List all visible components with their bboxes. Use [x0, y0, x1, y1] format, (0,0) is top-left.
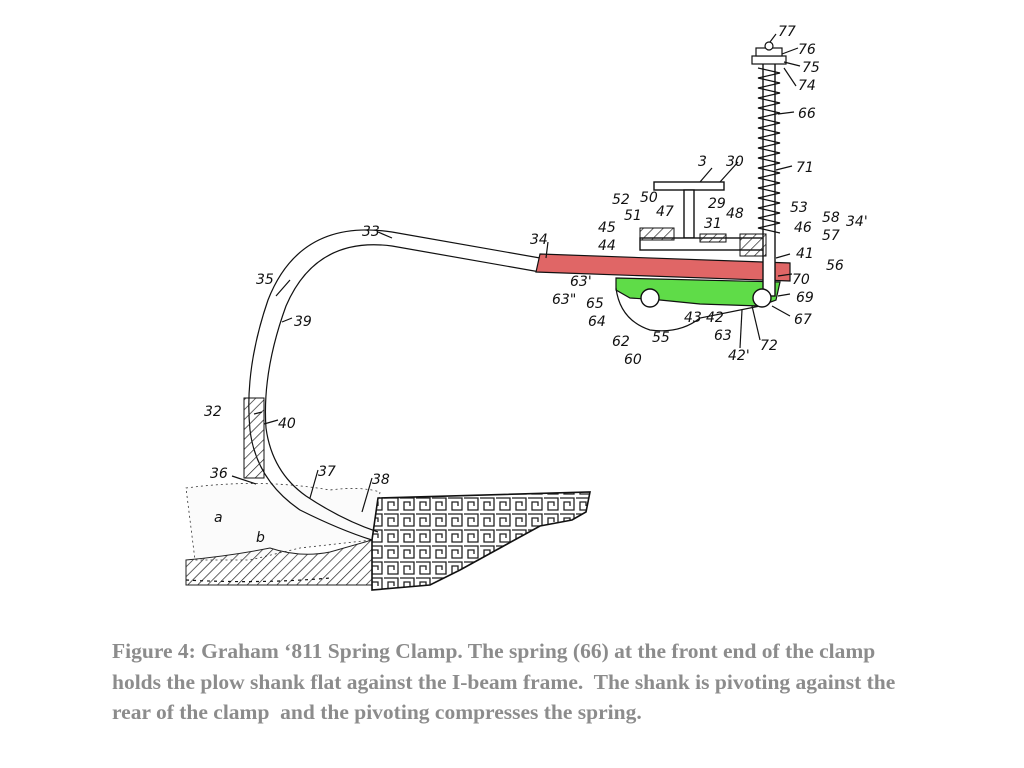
label-31: 31: [704, 216, 722, 232]
label-3: 3: [698, 154, 707, 170]
clamp-hardware: [639, 227, 767, 257]
label-63pp: 63": [552, 292, 576, 308]
label-72: 72: [760, 338, 778, 354]
label-75: 75: [802, 60, 820, 76]
label-48: 48: [726, 206, 744, 222]
figure-caption: Figure 4: Graham ‘811 Spring Clamp. The …: [112, 639, 901, 724]
label-67: 67: [794, 312, 812, 328]
label-b: b: [256, 530, 265, 546]
label-76: 76: [798, 42, 816, 58]
label-41: 41: [796, 246, 814, 262]
furrow-slice: [371, 491, 591, 591]
label-65: 65: [586, 296, 604, 312]
label-30: 30: [726, 154, 744, 170]
label-50: 50: [640, 190, 658, 206]
label-71: 71: [796, 160, 814, 176]
label-38: 38: [372, 472, 390, 488]
label-52: 52: [612, 192, 630, 208]
label-63p: 63': [570, 274, 592, 290]
label-42: 42: [706, 310, 724, 326]
label-51: 51: [624, 208, 642, 224]
label-55: 55: [652, 330, 670, 346]
pivot-bolt: [640, 288, 660, 308]
label-63: 63: [714, 328, 732, 344]
label-34p: 34': [846, 214, 868, 230]
label-34: 34: [530, 232, 548, 248]
label-64: 64: [588, 314, 606, 330]
label-40: 40: [278, 416, 296, 432]
label-70: 70: [792, 272, 810, 288]
label-77: 77: [778, 24, 796, 40]
label-33: 33: [362, 224, 380, 240]
label-57: 57: [822, 228, 840, 244]
label-53: 53: [790, 200, 808, 216]
label-58: 58: [822, 210, 840, 226]
label-44: 44: [598, 238, 616, 254]
spring-shank: [243, 229, 541, 541]
soil: [185, 483, 381, 586]
label-56: 56: [826, 258, 844, 274]
label-47: 47: [656, 204, 674, 220]
patent-diagram: 77 76 75 74 66 71 3 30 52 50 51 47 29 31…: [185, 24, 868, 591]
label-46: 46: [794, 220, 812, 236]
label-45: 45: [598, 220, 616, 236]
label-62: 62: [612, 334, 630, 350]
label-32: 32: [204, 404, 222, 420]
i-beam-frame: [639, 181, 765, 251]
label-60: 60: [624, 352, 642, 368]
label-a: a: [214, 510, 223, 526]
label-43: 43: [684, 310, 702, 326]
label-29: 29: [708, 196, 726, 212]
label-35: 35: [256, 272, 274, 288]
clamp-body: [615, 287, 761, 332]
label-74: 74: [798, 78, 816, 94]
shank-highlight: [535, 253, 791, 282]
label-69: 69: [796, 290, 814, 306]
label-66: 66: [798, 106, 816, 122]
label-36: 36: [210, 466, 228, 482]
leader-lines: [231, 33, 801, 513]
label-42p: 42': [728, 348, 750, 364]
label-37: 37: [318, 464, 336, 480]
part-labels: 77 76 75 74 66 71 3 30 52 50 51 47 29 31…: [204, 24, 868, 546]
label-39: 39: [294, 314, 312, 330]
